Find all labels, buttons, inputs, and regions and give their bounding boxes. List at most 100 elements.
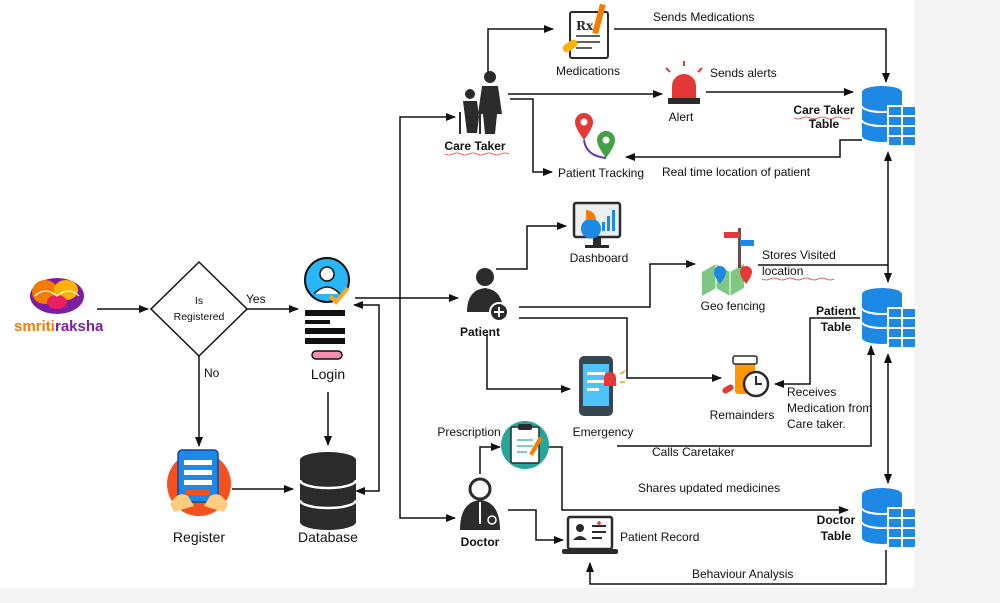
doctor-icon: [460, 477, 500, 530]
medications-label: Medications: [556, 64, 620, 78]
register-label: Register: [173, 529, 225, 545]
label-shares-updated: Shares updated medicines: [638, 481, 780, 495]
care-taker-table-line1: Care Taker: [793, 103, 854, 117]
edge-patient-emergency: [486, 334, 571, 393]
emergency-node[interactable]: Emergency: [573, 356, 634, 439]
database-node[interactable]: Database: [298, 452, 358, 545]
geo-fencing-node[interactable]: Geo fencing: [701, 228, 766, 313]
login-label: Login: [311, 366, 345, 382]
edge-to-doctor: [399, 298, 456, 522]
medications-node[interactable]: Rx Medications: [556, 3, 620, 78]
edge-pttable-remainders: [774, 317, 860, 388]
location-pins-icon: [575, 113, 615, 159]
edge-caretaker-tracking: [510, 98, 553, 176]
remainders-label: Remainders: [710, 408, 775, 422]
edge-patient-remainders: [519, 317, 722, 382]
label-sends-alerts: Sends alerts: [710, 66, 777, 80]
login-node[interactable]: Login: [304, 257, 350, 382]
label-realtime-location: Real time location of patient: [662, 165, 811, 179]
remainders-node[interactable]: Remainders: [710, 355, 775, 422]
care-taker-label: Care Taker: [444, 139, 505, 153]
edge-drtable-record: [586, 550, 887, 585]
doctor-table-line1: Doctor: [817, 513, 856, 527]
dashboard-label: Dashboard: [570, 251, 629, 265]
care-taker-node[interactable]: Care Taker: [444, 71, 510, 156]
patient-table[interactable]: Patient Table: [816, 287, 917, 349]
edge-patient-geofencing: [519, 260, 696, 308]
decision-line1: Is: [195, 295, 203, 307]
alert-label: Alert: [669, 110, 694, 124]
label-receives-3: Care taker.: [787, 417, 846, 431]
siren-icon: [665, 61, 703, 104]
prescription-node[interactable]: Prescription: [437, 421, 549, 469]
label-calls-caretaker: Calls Caretaker: [652, 445, 735, 459]
edge-cttable-tracking: [625, 139, 862, 161]
emergency-phone-icon: [579, 356, 626, 416]
doctor-node[interactable]: Doctor: [460, 477, 500, 549]
label-sends-medications: Sends Medications: [653, 10, 754, 24]
patient-record-node[interactable]: Patient Record: [562, 515, 699, 554]
edge-medications-cttable: [614, 28, 890, 83]
decision-line2: Registered: [174, 311, 225, 323]
prescription-label: Prescription: [437, 425, 500, 439]
edge-doctor-record: [508, 509, 564, 544]
patient-plus-icon: [467, 268, 509, 322]
database-label: Database: [298, 529, 358, 545]
care-taker-table-line2: Table: [809, 117, 840, 131]
emergency-label: Emergency: [573, 425, 634, 439]
geo-fencing-label: Geo fencing: [701, 299, 766, 313]
dashboard-node[interactable]: Dashboard: [570, 201, 629, 265]
doctor-table-line2: Table: [821, 529, 852, 543]
patient-table-line1: Patient: [816, 304, 856, 318]
decision-diamond: Is Registered: [149, 260, 249, 358]
smritiraksha-logo: smriti raksha: [14, 278, 104, 335]
label-no: No: [204, 366, 220, 380]
label-stores-visited-1: Stores Visited: [762, 248, 836, 262]
dashboard-monitor-icon: [572, 201, 622, 248]
care-taker-table[interactable]: Care Taker Table: [793, 85, 917, 147]
logo-text-b: raksha: [55, 318, 104, 335]
edge-emergency-pttable: [617, 345, 875, 447]
doctor-table[interactable]: Doctor Table: [817, 487, 917, 549]
label-behaviour-analysis: Behaviour Analysis: [692, 567, 793, 581]
register-node[interactable]: Register: [167, 449, 231, 545]
edge-database-login: [353, 301, 380, 495]
label-stores-visited-2: location: [762, 264, 803, 278]
patient-tracking-label: Patient Tracking: [558, 166, 644, 180]
label-receives-2: Medication from: [787, 401, 872, 415]
edge-to-caretaker: [399, 113, 456, 298]
map-signpost-icon: [702, 228, 754, 296]
label-receives-1: Receives: [787, 385, 836, 399]
edge-doctor-prescription: [479, 443, 501, 474]
database-table-icon: [861, 85, 917, 147]
caretaker-elderly-icon: [459, 71, 502, 134]
brain-icon: [30, 278, 84, 314]
pill-clock-icon: [722, 355, 770, 398]
database-table-icon: [861, 287, 917, 349]
edge-prescription-drtable: [548, 446, 849, 514]
database-icon: [298, 452, 358, 530]
edge-labels: Sends Medications Sends alerts Real time…: [638, 10, 872, 581]
alert-node[interactable]: Alert: [665, 61, 703, 124]
svg-text:Rx: Rx: [576, 19, 594, 33]
patient-record-label: Patient Record: [620, 530, 699, 544]
patient-table-line2: Table: [821, 320, 852, 334]
doctor-label: Doctor: [461, 535, 500, 549]
connectors: [97, 25, 892, 585]
edge-patient-dashboard: [496, 222, 567, 270]
patient-tracking-node[interactable]: Patient Tracking: [558, 113, 644, 180]
prescription-pad-icon: Rx: [562, 3, 609, 59]
label-yes: Yes: [246, 292, 266, 306]
patient-label: Patient: [460, 325, 500, 339]
phone-register-icon: [167, 449, 231, 516]
patient-node[interactable]: Patient: [460, 268, 509, 339]
edge-caretaker-medications: [487, 25, 554, 72]
form-lines-icon: [305, 310, 345, 360]
database-table-icon: [861, 487, 917, 549]
laptop-record-icon: [562, 515, 618, 554]
logo-text-a: smriti: [14, 318, 55, 335]
clipboard-icon: [501, 421, 549, 469]
user-check-icon: [304, 257, 350, 305]
